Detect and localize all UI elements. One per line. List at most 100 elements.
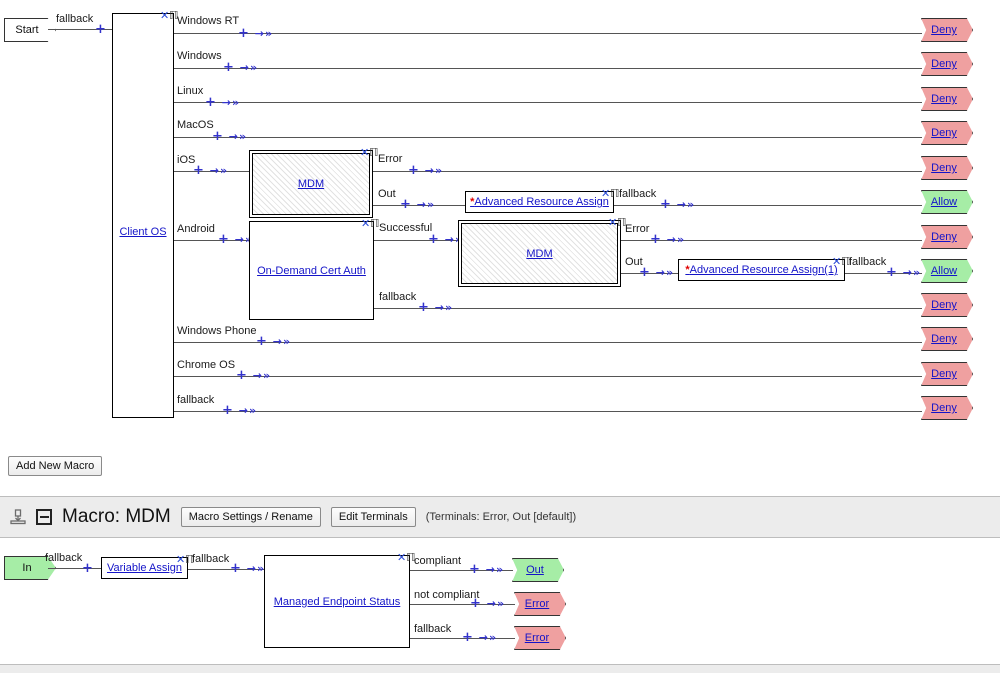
node-variable-assign[interactable]: Variable Assign [101, 557, 188, 579]
macro-title: Macro: MDM [62, 506, 171, 527]
output-label-ios-mdm-error: Error [378, 153, 403, 165]
macro-in-node[interactable]: In [4, 556, 56, 580]
client-os-close-icon[interactable]: ✕ℿ [160, 9, 179, 22]
macro-node-mdm-android[interactable]: MDM [458, 220, 621, 287]
branch-label-macos: MacOS [177, 119, 214, 131]
output-connector-not-compliant[interactable]: + →» [470, 596, 506, 611]
macro-terminal-out[interactable]: Out [512, 558, 564, 582]
output-label-android-mdm-error: Error [625, 223, 650, 235]
macro-in-connector[interactable]: + [82, 561, 94, 576]
branch-line-ios [174, 171, 250, 172]
pin-icon[interactable] [10, 508, 26, 526]
main-flow-canvas: Start fallback + Client OS ✕ℿ Windows RT… [4, 9, 973, 420]
terminal-label: Deny [931, 333, 957, 345]
terminal-deny-macos[interactable]: Deny [921, 121, 973, 145]
branch-connector-macos[interactable]: + →» [212, 129, 248, 144]
branch-label-chrome-os: Chrome OS [177, 359, 236, 371]
node-managed-endpoint-status-close-icon[interactable]: ✕ℿ [397, 551, 416, 564]
branch-line-windows-rt [174, 33, 922, 34]
macro-footer-strip [0, 664, 1000, 673]
terminal-deny-windows-phone[interactable]: Deny [921, 327, 973, 351]
node-on-demand-cert-auth-close-icon[interactable]: ✕ℿ [361, 217, 380, 230]
terminal-deny-linux[interactable]: Deny [921, 87, 973, 111]
node-on-demand-cert-auth[interactable]: On-Demand Cert Auth [249, 221, 374, 320]
branch-label-fallback: fallback [177, 394, 215, 406]
terminal-deny-fallback[interactable]: Deny [921, 396, 973, 420]
terminal-label: Deny [931, 162, 957, 174]
terminal-label: Deny [931, 402, 957, 414]
node-advanced-resource-assign-close-icon[interactable]: ✕ℿ [601, 187, 620, 200]
macro-node-hatch [252, 153, 370, 215]
output-line-android-mdm-error [621, 240, 922, 241]
output-connector-variable-assign-fallback[interactable]: + →» [230, 561, 266, 576]
terminal-label: Deny [931, 299, 957, 311]
collapse-icon[interactable] [36, 509, 52, 525]
branch-connector-android[interactable]: + →» [218, 232, 254, 247]
terminal-allow-ios[interactable]: Allow [921, 190, 973, 214]
output-label-cert-auth-fallback: fallback [379, 291, 417, 303]
branch-line-macos [174, 137, 922, 138]
start-connector-controls[interactable]: + [95, 22, 107, 37]
terminal-deny-android-fallback[interactable]: Deny [921, 293, 973, 317]
output-connector-macro-fallback[interactable]: + →» [462, 630, 498, 645]
branch-connector-windows[interactable]: + →» [223, 60, 259, 75]
terminal-deny-ios-error[interactable]: Deny [921, 156, 973, 180]
terminal-label: Deny [931, 368, 957, 380]
macro-node-mdm-ios-close-icon[interactable]: ✕ℿ [360, 146, 379, 159]
output-connector-ios-assign-fallback[interactable]: + →» [660, 197, 696, 212]
macro-flow-canvas: In fallback + Variable Assign ✕ℿ fallbac… [0, 538, 1000, 664]
start-node[interactable]: Start [4, 18, 56, 42]
add-new-macro-button[interactable]: Add New Macro [8, 456, 103, 476]
required-asterisk: * [470, 196, 475, 208]
client-os-label: Client OS [119, 226, 167, 238]
output-connector-ios-mdm-out[interactable]: + →» [400, 197, 436, 212]
macro-in-exit-label: fallback [45, 552, 83, 564]
branch-line-android [174, 240, 250, 241]
node-advanced-resource-assign-1-close-icon[interactable]: ✕ℿ [832, 255, 851, 268]
terminal-label: Deny [931, 58, 957, 70]
edit-terminals-button[interactable]: Edit Terminals [330, 507, 416, 527]
output-label-not-compliant: not compliant [414, 589, 480, 601]
macro-node-mdm-ios[interactable]: MDM [249, 150, 373, 218]
output-line-android-mdm-out [621, 273, 678, 274]
output-connector-android-assign-fallback[interactable]: + →» [886, 265, 922, 280]
terminal-label: Deny [931, 24, 957, 36]
branch-connector-windows-phone[interactable]: + →» [256, 334, 292, 349]
macro-node-mdm-android-close-icon[interactable]: ✕ℿ [608, 216, 627, 229]
node-advanced-resource-assign-1[interactable]: *Advanced Resource Assign(1) [678, 259, 845, 281]
output-connector-cert-auth-fallback[interactable]: + →» [418, 300, 454, 315]
terminal-allow-android[interactable]: Allow [921, 259, 973, 283]
terminal-label: Allow [930, 196, 958, 208]
output-connector-android-mdm-out[interactable]: + →» [639, 265, 675, 280]
start-label: Start [15, 24, 39, 36]
branch-connector-windows-rt[interactable]: + →» [238, 26, 274, 41]
macro-in-line [48, 568, 101, 569]
output-line-compliant [410, 570, 513, 571]
node-label: Variable Assign [106, 562, 182, 574]
output-connector-android-mdm-error[interactable]: + →» [650, 232, 686, 247]
client-os-node[interactable]: Client OS [112, 13, 174, 418]
macro-settings-rename-button[interactable]: Macro Settings / Rename [180, 507, 321, 527]
output-connector-compliant[interactable]: + →» [469, 562, 505, 577]
branch-connector-fallback[interactable]: + →» [222, 403, 258, 418]
terminal-deny-windows-rt[interactable]: Deny [921, 18, 973, 42]
branch-label-windows-phone: Windows Phone [177, 325, 257, 337]
node-advanced-resource-assign[interactable]: *Advanced Resource Assign [465, 191, 614, 213]
node-managed-endpoint-status[interactable]: Managed Endpoint Status [264, 555, 410, 648]
terminal-deny-windows[interactable]: Deny [921, 52, 973, 76]
macro-terminal-error-1[interactable]: Error [514, 592, 566, 616]
terminal-deny-chrome-os[interactable]: Deny [921, 362, 973, 386]
branch-line-chrome-os [174, 376, 922, 377]
output-connector-cert-auth-successful[interactable]: + →» [428, 232, 464, 247]
output-connector-ios-mdm-error[interactable]: + →» [408, 163, 444, 178]
output-label-android-assign-fallback: fallback [849, 256, 887, 268]
branch-label-android: Android [177, 223, 215, 235]
branch-connector-linux[interactable]: + →» [205, 95, 241, 110]
branch-connector-ios[interactable]: + →» [193, 163, 229, 178]
output-label-cert-auth-successful: Successful [379, 222, 433, 234]
terminal-deny-android-error[interactable]: Deny [921, 225, 973, 249]
macro-terminal-error-2[interactable]: Error [514, 626, 566, 650]
start-exit-label: fallback [56, 13, 94, 25]
node-variable-assign-close-icon[interactable]: ✕ℿ [176, 553, 195, 566]
branch-connector-chrome-os[interactable]: + →» [236, 368, 272, 383]
